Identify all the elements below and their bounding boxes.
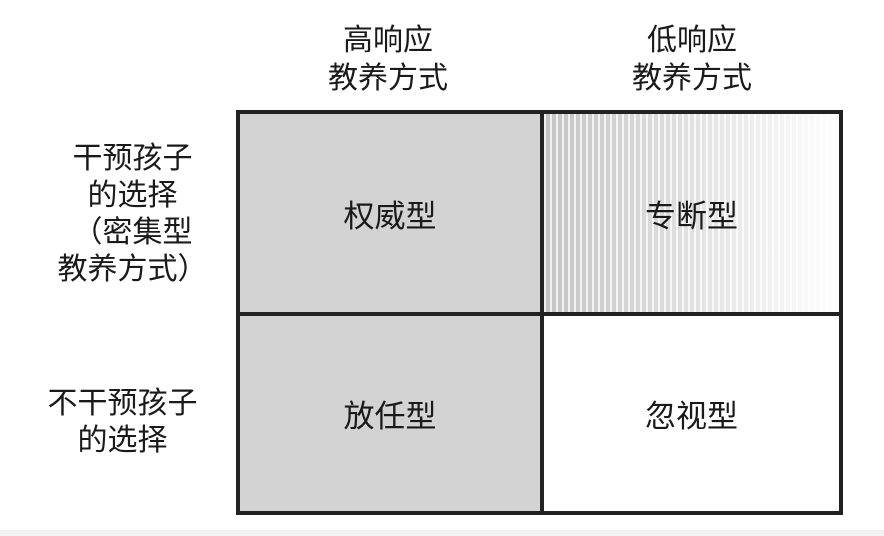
cell-authoritarian: 专断型 [544, 114, 839, 312]
row-header-line: 的选择 [77, 423, 168, 458]
cell-label: 权威型 [343, 198, 437, 235]
column-header-line1: 高响应 [343, 23, 433, 58]
horizontal-divider [240, 312, 839, 316]
column-header-line2: 教养方式 [328, 61, 448, 96]
row-header-line: （密集型 [72, 215, 193, 250]
cell-authoritative: 权威型 [240, 114, 540, 312]
column-header-high-responsiveness: 高响应 教养方式 [288, 22, 488, 98]
parenting-style-matrix: 权威型 专断型 放任型 忽视型 [236, 110, 843, 515]
cell-neglectful: 忽视型 [544, 316, 839, 511]
column-header-line2: 教养方式 [632, 61, 752, 96]
column-header-low-responsiveness: 低响应 教养方式 [592, 22, 792, 98]
row-header-line: 教养方式） [57, 252, 208, 287]
cell-label: 专断型 [645, 198, 738, 235]
row-header-line: 的选择 [87, 178, 178, 213]
bottom-strip [0, 530, 884, 536]
column-header-line1: 低响应 [647, 23, 737, 58]
row-header-intervene: 干预孩子 的选择 （密集型 教养方式） [20, 140, 245, 288]
cell-label: 放任型 [343, 399, 437, 435]
cell-permissive: 放任型 [240, 316, 540, 511]
row-header-not-intervene: 不干预孩子 的选择 [10, 385, 235, 459]
row-header-line: 不干预孩子 [47, 386, 198, 421]
row-header-line: 干预孩子 [72, 141, 193, 176]
cell-label: 忽视型 [645, 399, 738, 435]
